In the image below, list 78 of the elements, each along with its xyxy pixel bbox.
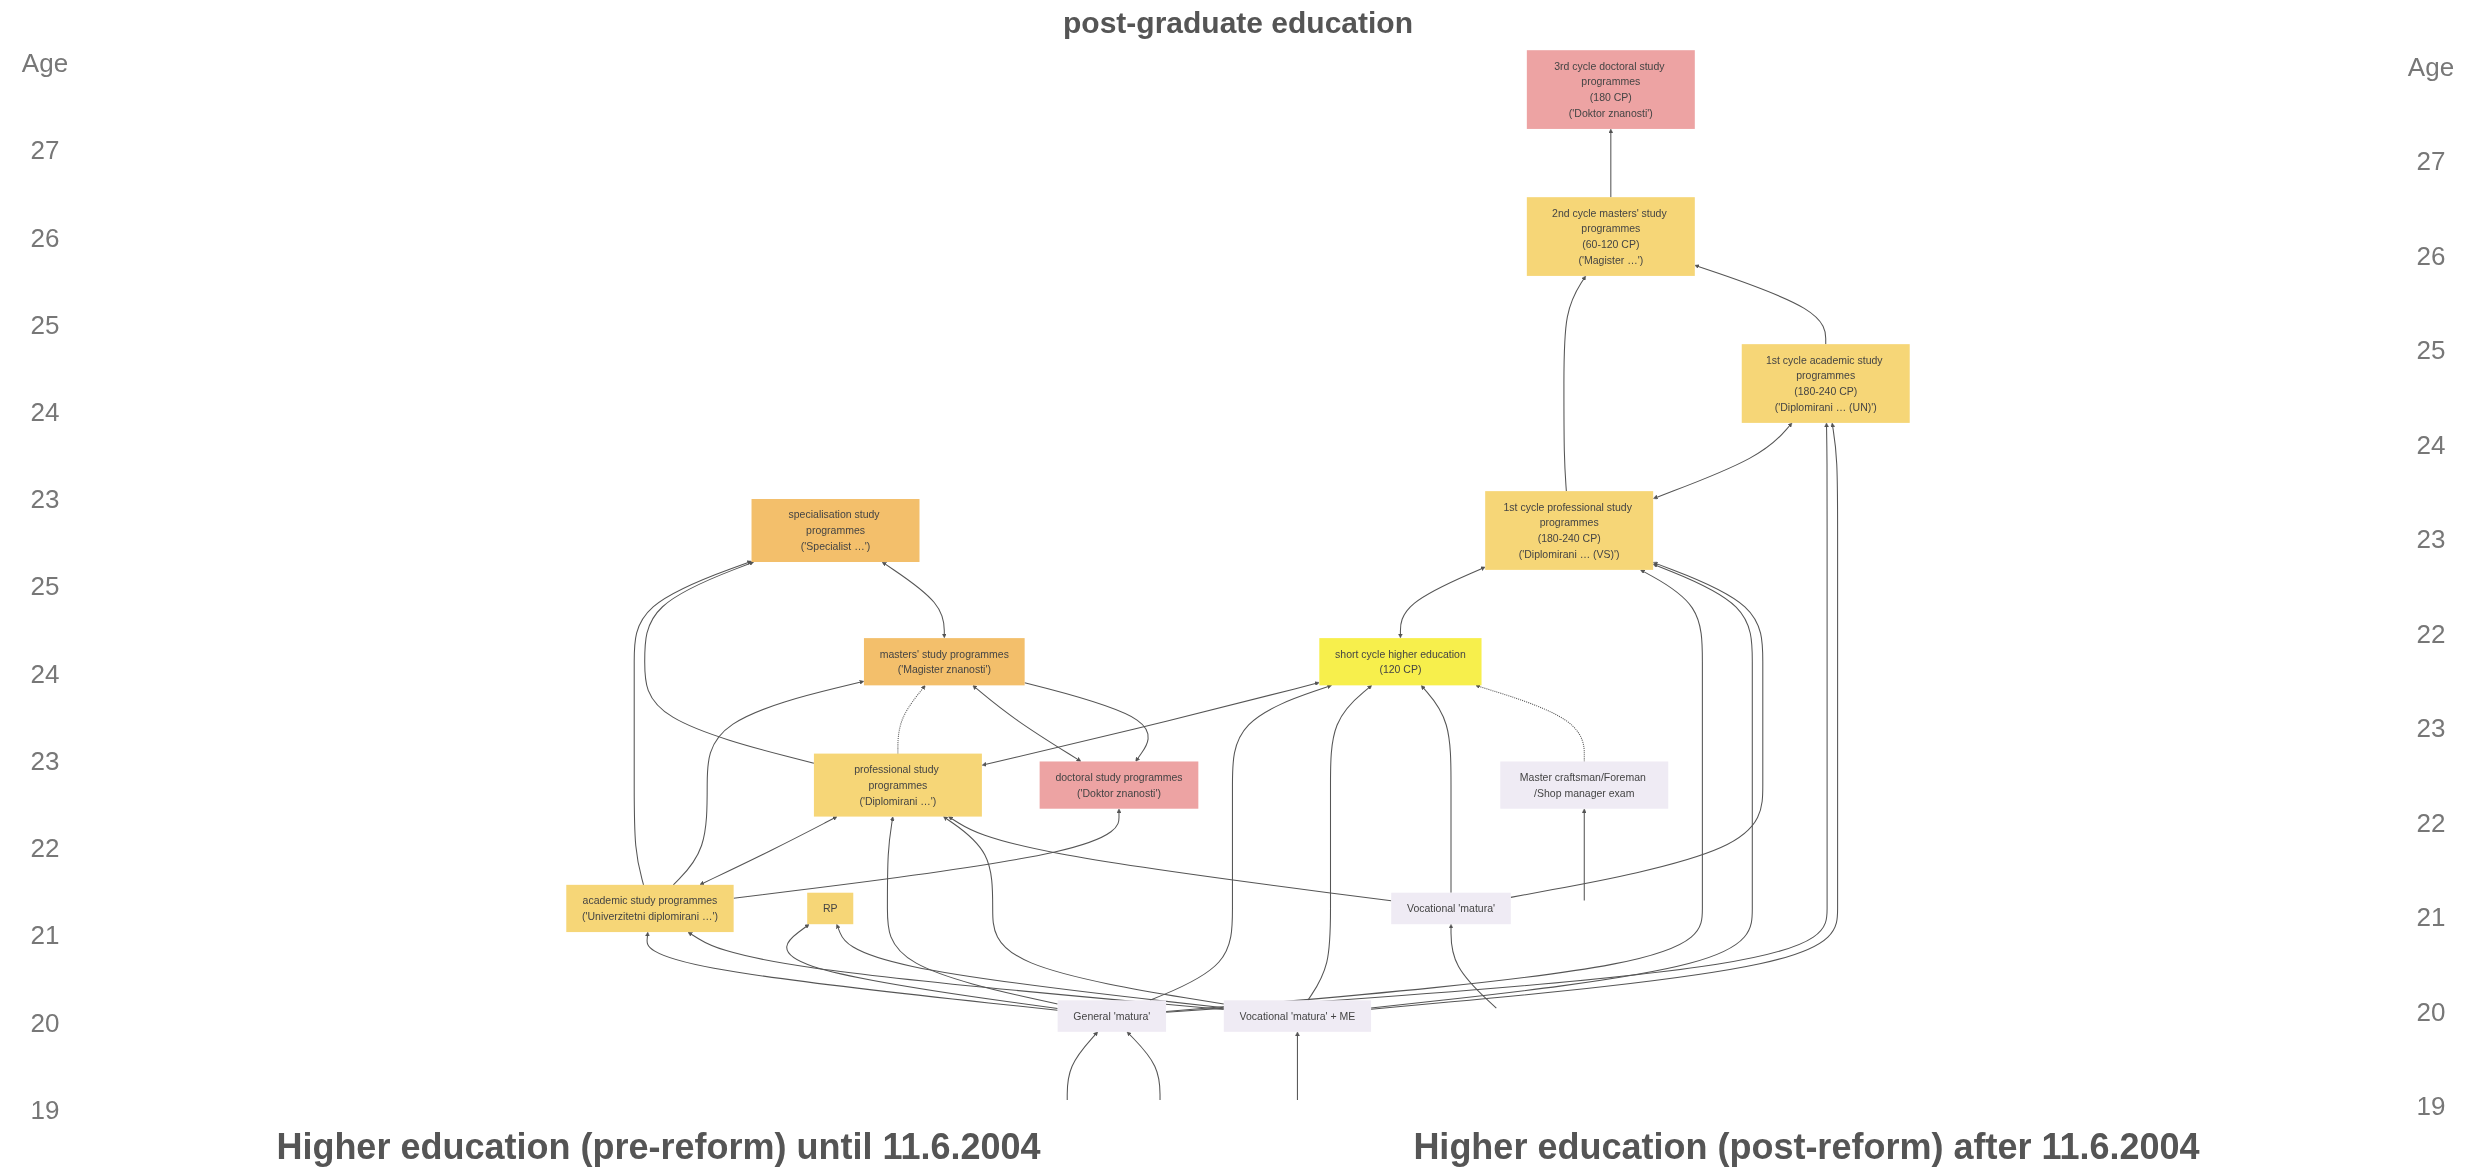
section-heading: Higher education (post-reform) after 11.6.2004 (1412, 1125, 2201, 1169)
arrow (897, 685, 926, 755)
arrow (733, 808, 1122, 899)
arrow (1448, 924, 1497, 1009)
node-box: 3rd cycle doctoral study programmes (180 CP) ('Doktor znanosti') (1526, 50, 1695, 129)
arrow (1370, 563, 1753, 1009)
age-label: 23 (2416, 713, 2446, 745)
arrow (881, 561, 947, 639)
arrow (644, 561, 815, 764)
arrow (699, 816, 838, 886)
section-label: post-graduate education (1062, 5, 1414, 41)
arrow (1420, 685, 1452, 894)
age-label: 21 (2416, 902, 2446, 934)
arrow (1398, 566, 1486, 639)
arrow (1694, 264, 1827, 345)
arrow (1475, 684, 1585, 762)
age-label: 21 (30, 920, 60, 952)
node-box: specialisation study programmes ('Specialist …') (751, 499, 920, 562)
arrow (948, 816, 1392, 902)
age-label: 20 (30, 1007, 60, 1039)
arrow (786, 924, 1059, 1010)
arrow (1563, 275, 1586, 492)
age-label: 25 (2416, 335, 2446, 367)
age-label: 26 (30, 222, 60, 254)
age-label: 23 (2416, 524, 2446, 556)
node-box: RP (807, 892, 854, 925)
node-box: 1st cycle professional study programmes (180-240 CP) ('Diplomirani … (VS)') (1485, 491, 1654, 570)
age-label: 22 (2416, 807, 2446, 839)
arrow (836, 924, 1225, 1009)
arrow (1295, 1031, 1300, 1101)
age-label: 24 (30, 658, 60, 690)
age-label: 26 (2416, 240, 2446, 272)
age-label: 20 (2416, 996, 2446, 1028)
arrow (1581, 808, 1587, 902)
arrow (886, 816, 1059, 1005)
age-label: 27 (30, 135, 60, 167)
section-heading: Higher education (pre-reform) until 11.6.2004 (275, 1125, 1042, 1169)
arrow (972, 685, 1082, 762)
node-box: 2nd cycle masters' study programmes (60-120 CP) ('Magister …') (1526, 197, 1695, 276)
node-box: academic study programmes ('Univerzitetni diplomirani …') (566, 884, 734, 933)
axis-title: Age (2407, 51, 2455, 83)
arrow (1126, 1031, 1161, 1101)
arrow (645, 931, 1059, 1011)
arrow (672, 680, 865, 886)
arrow (1165, 422, 1829, 1013)
axis-title: Age (21, 48, 69, 80)
arrow (1165, 569, 1703, 1012)
age-label: 24 (2416, 429, 2446, 461)
node-box: doctoral study programmes ('Doktor znanosti') (1039, 761, 1199, 809)
age-label: 19 (2416, 1091, 2446, 1123)
node-box: Vocational 'matura' + ME (1223, 1000, 1372, 1032)
age-label: 22 (2416, 618, 2446, 650)
arrow (1510, 561, 1764, 898)
arrow (1066, 1031, 1098, 1101)
arrow (1608, 128, 1614, 198)
arrow (1307, 685, 1373, 1001)
arrow (1024, 682, 1149, 762)
age-label: 25 (30, 571, 60, 603)
age-label: 22 (30, 833, 60, 865)
arrow (1370, 422, 1839, 1010)
node-box: short cycle higher education (120 CP) (1319, 638, 1482, 686)
arrow (943, 816, 1225, 1005)
arrow (981, 681, 1320, 767)
age-label: 24 (30, 397, 60, 428)
node-box: General 'matura' (1057, 1000, 1167, 1032)
node-box: professional study programmes ('Diplomirani …') (813, 753, 982, 817)
node-box: 1st cycle academic study programmes (180-240 CP) ('Diplomirani … (UN)') (1741, 344, 1910, 423)
node-box: masters' study programmes ('Magister znanosti') (863, 638, 1025, 686)
arrow (1653, 422, 1793, 500)
age-label: 27 (2416, 146, 2446, 178)
node-box: Vocational 'matura' (1391, 892, 1511, 925)
age-label: 25 (30, 309, 60, 341)
node-box: Master craftsman/Foreman /Shop manager exam (1500, 761, 1669, 809)
arrow (687, 931, 1225, 1010)
arrow (633, 560, 752, 886)
age-label: 23 (30, 484, 60, 516)
age-label: 19 (30, 1094, 60, 1126)
age-label: 23 (30, 745, 60, 777)
